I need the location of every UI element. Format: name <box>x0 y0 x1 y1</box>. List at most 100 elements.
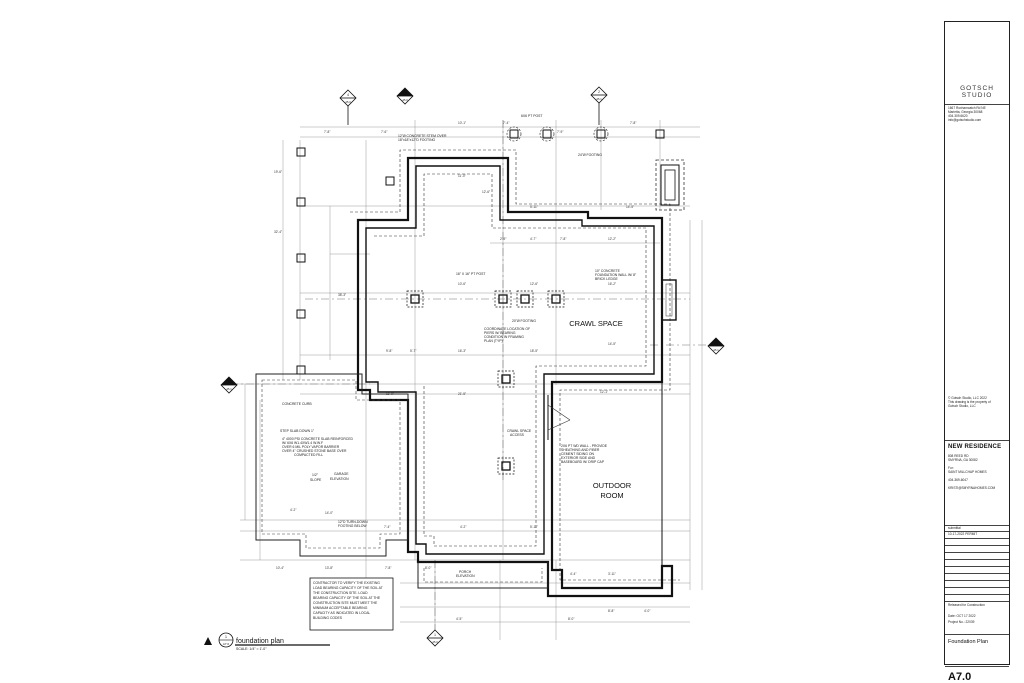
plan-note: 18"x18"x12"D FOOTING <box>398 138 436 142</box>
dimension-label: 10'-6" <box>458 282 466 286</box>
dimension-label: 12'-6" <box>482 190 490 194</box>
plan-note: CONDITION IN FRAMING <box>484 335 524 339</box>
plan-note: COORDINATE LOCATION OF <box>484 327 530 331</box>
dimension-label: 5'-11" <box>530 525 538 529</box>
client-email: KRISTI@SMYRNAHOMES.COM <box>948 486 996 490</box>
section-marker-label: 3 <box>404 91 406 95</box>
plan-note: FOUNDATION WALL W/ 8" <box>595 273 637 277</box>
sheet-number: A7.0 <box>948 671 972 683</box>
section-marker-label: A5.1 <box>226 387 232 391</box>
dimension-label: 4'-2" <box>290 508 296 512</box>
release-date: Date: OCT 17 2022 <box>948 614 976 618</box>
dimension-label: 7'-4" <box>503 121 509 125</box>
plan-note: THE CONSTRUCTION SITE. LOAD <box>313 591 368 595</box>
dimension-label: 10'-4" <box>276 566 284 570</box>
dimension-label: 8'-8" <box>608 609 614 613</box>
submittal-label: submittal <box>948 526 961 530</box>
plan-note: OVER 6 MIL POLY VAPOR BARRIER <box>282 445 340 449</box>
client-phone: 404-369-6047 <box>948 478 968 482</box>
dimension-label: 12'-6" <box>530 282 538 286</box>
plan-note: COMPACTED FILL <box>294 453 323 457</box>
section-marker-label: A5.0 <box>345 100 351 104</box>
dimension-label: 10'-1" <box>458 121 466 125</box>
plan-note: PIERS W/ BEARING <box>484 331 516 335</box>
dimension-label: 4'-4" <box>570 572 576 576</box>
plan-note: 16" X 16" PT POST <box>456 272 485 276</box>
plan-note: SHEATHING AND FIBER <box>561 448 600 452</box>
plan-note: 10" CONCRETE <box>595 269 621 273</box>
dimension-label: 18'-5" <box>530 349 538 353</box>
project-number: Project No.: 22039 <box>948 620 975 624</box>
plan-note: 4" 4000 PSI CONCRETE SLAB REINFORCED <box>282 437 353 441</box>
plan-note: OVER 4" CRUSHED STONE BASE OVER <box>282 449 347 453</box>
dimension-label: 4'-2" <box>460 525 466 529</box>
plan-note: 12"D TURN-DOWN <box>338 520 368 524</box>
dimension-label: 7'-6" <box>381 130 387 134</box>
dimension-label: 12'-1" <box>600 390 608 394</box>
dimension-label: 8'-0" <box>425 566 431 570</box>
plan-note: 24"Ø FOOTING <box>578 153 602 157</box>
room-label-crawl-space: CRAWL SPACE <box>569 319 622 328</box>
submittal-entry: 10-17-2022 PERMIT <box>948 532 978 536</box>
room-label-room: ROOM <box>600 491 623 500</box>
dimension-label: 16'-2" <box>608 282 616 286</box>
dimension-label: 21'-5" <box>458 392 466 396</box>
section-marker-label: 4 <box>715 341 717 345</box>
section-marker-label: 1 <box>228 380 230 384</box>
client-label: For: <box>948 466 954 470</box>
dimension-label: 7'-4" <box>384 525 390 529</box>
dimension-label: 7'-8" <box>560 237 566 241</box>
dimension-label: 11'-0" <box>386 392 394 396</box>
dimension-label: 7'-8" <box>385 566 391 570</box>
dimension-label: 4'-0" <box>644 609 650 613</box>
dimension-label: 14'-5" <box>608 342 616 346</box>
sheet-name: Foundation Plan <box>948 639 989 645</box>
plan-note: ACCESS <box>510 433 525 437</box>
plan-note: ELEVATION <box>456 574 475 578</box>
dimension-label: 3'-11" <box>608 572 616 576</box>
title-block: GOTSCH STUDIO 1667 Roxhamcatch Rd NE Mar… <box>944 21 1010 683</box>
plan-note: CEMENT SIDING ON <box>561 452 594 456</box>
plan-note: PORCH <box>459 570 472 574</box>
section-marker-label: A5.0 <box>432 640 438 644</box>
plan-note: 1/2" <box>312 473 319 477</box>
section-marker-label: 1 <box>434 633 436 637</box>
section-marker-label: 4 <box>347 93 349 97</box>
release-status: Released for Construction <box>948 603 985 607</box>
plan-title: foundation plan <box>236 638 284 645</box>
plan-note: SLOPE <box>310 478 322 482</box>
section-marker-label: A5.1 <box>596 97 602 101</box>
dimension-label: 13'-8" <box>325 566 333 570</box>
plan-note: BUILDING CODES <box>313 616 343 620</box>
plan-note: BEARING CAPACITY OF THE SOIL AT THE <box>313 596 381 600</box>
plan-note: PLAN (TYP) <box>484 339 503 343</box>
plan-note: 6X6 PT POST <box>521 114 542 118</box>
foundation-plan-drawing: CRAWL SPACE OUTDOOR ROOM foundation plan… <box>204 86 725 651</box>
dimension-label: 4'-7" <box>530 237 536 241</box>
studio-name: GOTSCH STUDIO <box>960 85 994 99</box>
dimension-label: 32'-4" <box>274 230 282 234</box>
copyright-note: © Gotsch Studio, LLC 2022 This drawing i… <box>948 396 991 408</box>
dimension-label: 11'-0" <box>458 174 466 178</box>
plan-scale: SCALE: 1/4" = 1'-0" <box>236 647 267 651</box>
plan-note: CONTRACTOR TO VERIFY THE EXISTING <box>313 581 380 585</box>
dimension-label: 38'-3" <box>338 293 346 297</box>
project-site: 808 REED RD SMYRNA, GA 30082 <box>948 454 978 462</box>
dimension-label: 2'-9" <box>500 237 506 241</box>
dimension-label: 12'-2" <box>608 237 616 241</box>
dimension-label: 7'-8" <box>630 121 636 125</box>
plan-note: CAPACITY AS INDICATED IN LOCAL <box>313 611 370 615</box>
dimension-label: 5'-11" <box>530 205 538 209</box>
room-label-outdoor: OUTDOOR <box>593 481 632 490</box>
plan-note: W/ 6X6 W1.4XW1.4 W.W.F <box>282 441 323 445</box>
dimension-label: 4'-5" <box>456 617 462 621</box>
plan-note: 12"Ø CONCRETE STEM OVER <box>398 134 447 138</box>
project-title: NEW RESIDENCE <box>948 444 1002 450</box>
section-marker-label: A5.1 <box>713 348 719 352</box>
dimension-label: 19'-6" <box>274 170 282 174</box>
dimension-label: 7'-9" <box>557 130 563 134</box>
section-marker-label: 2 <box>598 90 600 94</box>
dimension-label: 14'-0" <box>325 511 333 515</box>
plan-note: GARAGE <box>334 472 349 476</box>
